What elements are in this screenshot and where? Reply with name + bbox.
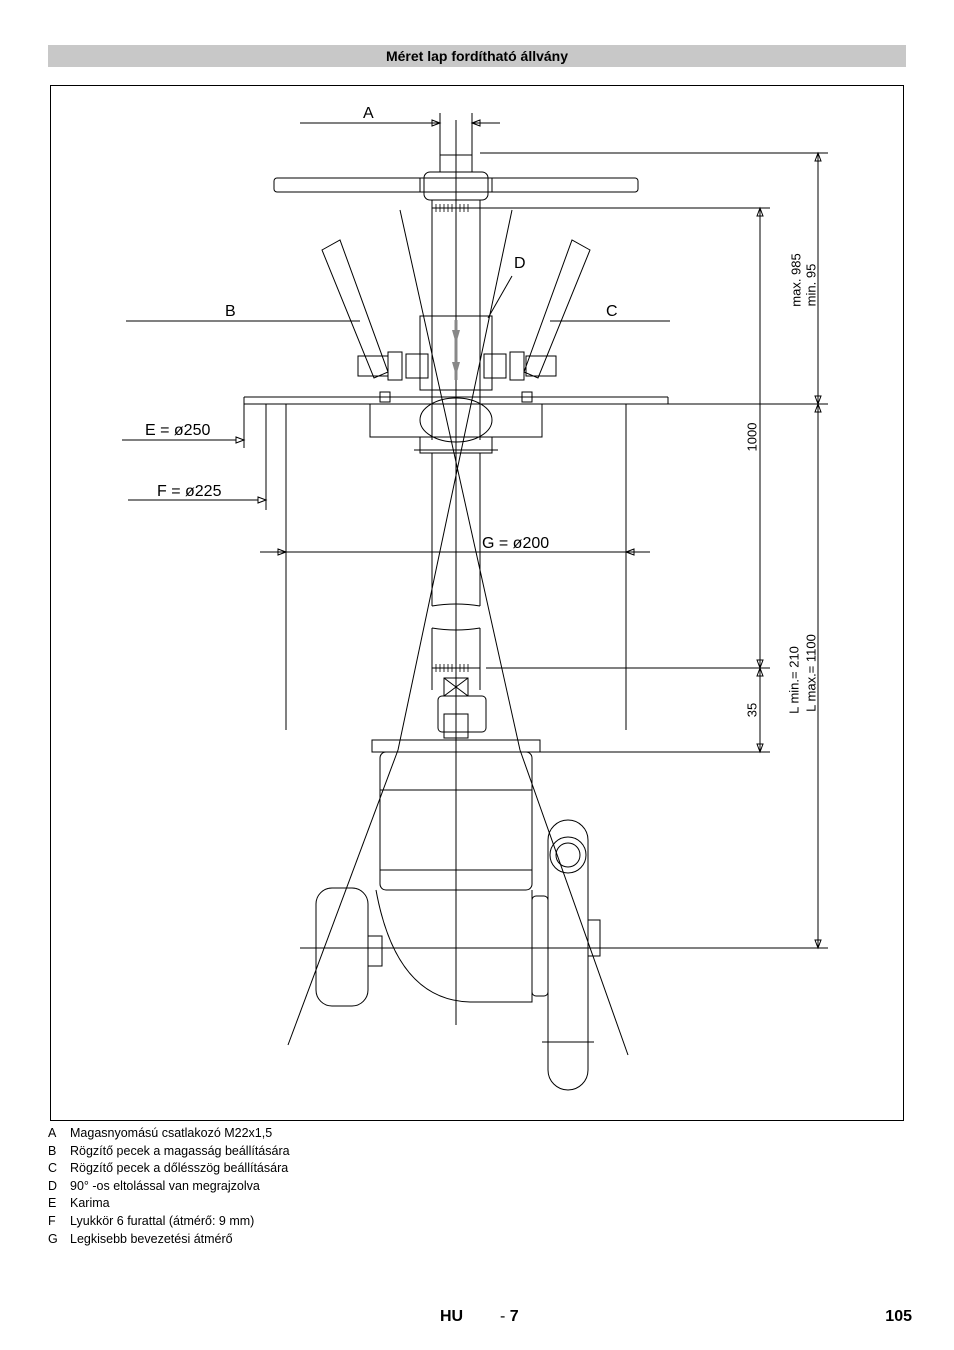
dim-1000-label: 1000	[744, 422, 760, 452]
dim-min-label: min. 95	[803, 263, 819, 307]
label-e: E = ø250	[145, 422, 211, 439]
label-c: C	[606, 303, 618, 320]
footer-language: HU	[440, 1308, 464, 1325]
drawing-frame	[50, 85, 904, 1121]
clamp-block	[419, 315, 493, 391]
dim-lmax-label: L max.= 1100	[803, 634, 819, 712]
handle-b	[321, 239, 389, 379]
label-f: F = ø225	[157, 483, 222, 500]
page-title: Méret lap fordítható állvány	[48, 45, 906, 67]
leader-d	[487, 275, 513, 319]
motor-body	[379, 751, 533, 891]
dim-lmin-label: L min.= 210	[786, 646, 802, 714]
label-g: G = ø200	[482, 535, 550, 552]
label-d: D	[514, 255, 526, 272]
left-wheel	[315, 887, 369, 1007]
footer-page-number: 105	[885, 1308, 912, 1325]
cone-line	[399, 209, 521, 751]
right-wheel	[547, 819, 589, 1091]
handle-bar	[273, 177, 639, 193]
label-a: A	[363, 105, 374, 122]
handle-c	[523, 239, 591, 379]
dim-max-label: max. 985	[788, 253, 804, 307]
dim-35-label: 35	[744, 702, 760, 718]
footer-page: - 7	[500, 1308, 519, 1325]
label-b: B	[225, 303, 236, 320]
